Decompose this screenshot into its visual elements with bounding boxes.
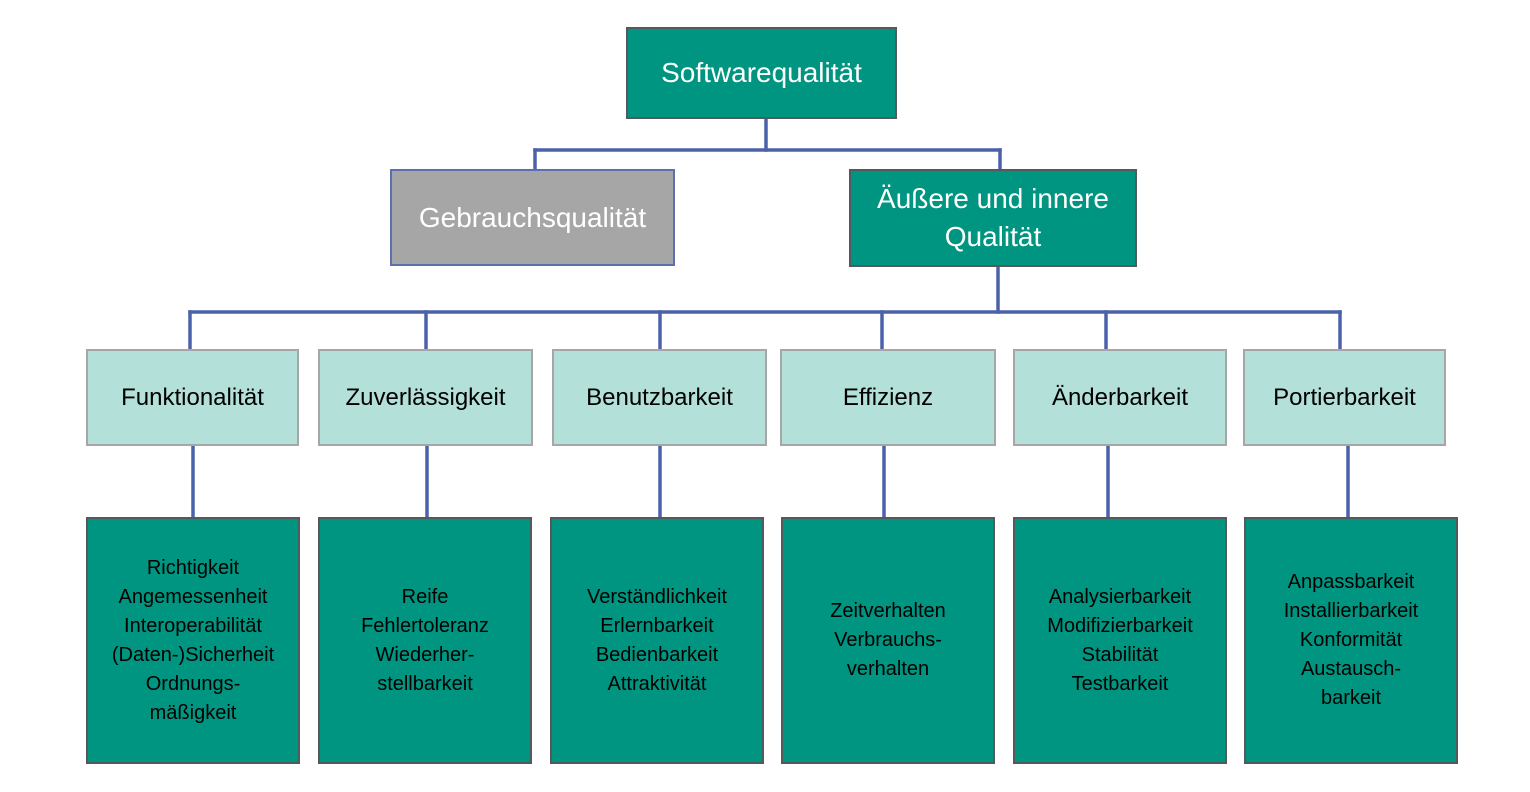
subcharacteristic-item: Modifizierbarkeit <box>1047 614 1193 637</box>
subcharacteristic-item: Anpassbarkeit <box>1287 571 1415 593</box>
root-label: Softwarequalität <box>661 57 862 88</box>
category-benutzbarkeit: Benutzbarkeit <box>552 349 767 446</box>
subcharacteristic-item: Interoperabilität <box>124 614 262 637</box>
subcharacteristic-item: Attraktivität <box>607 672 707 695</box>
subcharacteristic-item: Richtigkeit <box>146 556 240 579</box>
subcharacteristics-list: Verständlichkeit Erlernbarkeit Bedienbar… <box>587 583 727 699</box>
category-portierbarkeit: Portierbarkeit <box>1243 349 1446 446</box>
subcharacteristic-item: Ordnungs- <box>145 672 241 695</box>
category-label: Funktionalität <box>121 383 264 411</box>
category-zuverlaessigkeit: Zuverlässigkeit <box>318 349 533 446</box>
subcharacteristic-item: Verbrauchs- <box>834 629 942 651</box>
gebrauchsqualitaet-node: Gebrauchsqualität <box>390 169 675 266</box>
category-funktionalitaet: Funktionalität <box>86 349 299 446</box>
subcharacteristic-item: Installierbarkeit <box>1283 600 1419 622</box>
category-label: Benutzbarkeit <box>586 383 733 411</box>
subcharacteristic-item: barkeit <box>1320 687 1381 709</box>
subcharacteristics-list: Zeitverhalten Verbrauchs- verhalten <box>830 597 946 684</box>
root-node: Softwarequalität <box>626 27 897 119</box>
subcharacteristic-item: Konformität <box>1299 629 1403 651</box>
subcharacteristic-item: Fehlertoleranz <box>361 614 489 637</box>
category-label: Änderbarkeit <box>1051 383 1189 411</box>
subcharacteristics-list: Reife Fehlertoleranz Wiederher- stellbar… <box>361 583 489 699</box>
subcharacteristic-item: Testbarkeit <box>1071 672 1169 695</box>
subcharacteristic-item: mäßigkeit <box>149 701 237 724</box>
aeussere-innere-node: Äußere und innere Qualität <box>849 169 1137 267</box>
subcharacteristic-item: Verständlichkeit <box>586 585 728 608</box>
category-aenderbarkeit: Änderbarkeit <box>1013 349 1227 446</box>
subcharacteristic-item: Angemessenheit <box>118 585 268 608</box>
aeussere-innere-label: Äußere und innere Qualität <box>877 183 1109 252</box>
subcharacteristic-item: stellbarkeit <box>377 672 473 695</box>
category-label: Zuverlässigkeit <box>345 383 506 411</box>
subcharacteristics-benutzbarkeit: Verständlichkeit Erlernbarkeit Bedienbar… <box>550 517 764 764</box>
subcharacteristic-item: (Daten-)Sicherheit <box>111 643 275 666</box>
subcharacteristic-item: Austausch- <box>1300 658 1402 680</box>
subcharacteristic-item: Zeitverhalten <box>830 600 946 622</box>
subcharacteristics-list: Analysierbarkeit Modifizierbarkeit Stabi… <box>1047 583 1193 699</box>
gebrauchsqualitaet-label: Gebrauchsqualität <box>418 201 647 233</box>
subcharacteristic-item: Reife <box>401 585 449 608</box>
subcharacteristics-portierbarkeit: Anpassbarkeit Installierbarkeit Konformi… <box>1244 517 1458 764</box>
subcharacteristic-item: verhalten <box>846 658 930 680</box>
category-label: Portierbarkeit <box>1273 383 1416 411</box>
subcharacteristic-item: Stabilität <box>1081 643 1159 666</box>
subcharacteristics-aenderbarkeit: Analysierbarkeit Modifizierbarkeit Stabi… <box>1013 517 1227 764</box>
subcharacteristics-list: Anpassbarkeit Installierbarkeit Konformi… <box>1284 568 1419 713</box>
subcharacteristics-effizienz: Zeitverhalten Verbrauchs- verhalten <box>781 517 995 764</box>
subcharacteristic-item: Analysierbarkeit <box>1048 585 1192 608</box>
category-effizienz: Effizienz <box>780 349 996 446</box>
subcharacteristics-list: Richtigkeit Angemessenheit Interoperabil… <box>112 554 274 728</box>
subcharacteristics-zuverlaessigkeit: Reife Fehlertoleranz Wiederher- stellbar… <box>318 517 532 764</box>
subcharacteristic-item: Bedienbarkeit <box>595 643 719 666</box>
category-label: Effizienz <box>842 383 934 411</box>
subcharacteristic-item: Wiederher- <box>375 643 475 666</box>
subcharacteristic-item: Erlernbarkeit <box>600 614 714 637</box>
subcharacteristics-funktionalitaet: Richtigkeit Angemessenheit Interoperabil… <box>86 517 300 764</box>
